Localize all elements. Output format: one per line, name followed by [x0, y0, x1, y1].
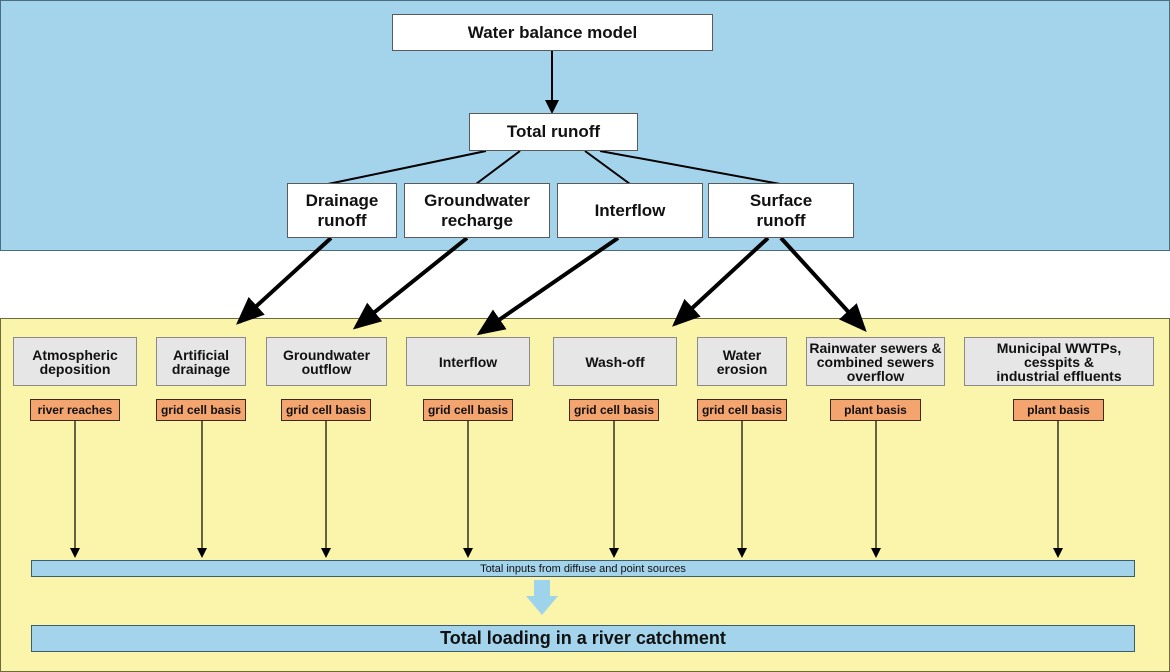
basis-badge: grid cell basis — [697, 399, 787, 421]
runoff-to-interflow-line — [584, 150, 631, 185]
total-inputs-bar: Total inputs from diffuse and point sour… — [31, 560, 1135, 577]
source-artificial-drainage: Artificial drainage — [156, 337, 246, 386]
basis-label: river reaches — [37, 403, 113, 417]
source-label: Groundwater outflow — [282, 346, 371, 377]
water-balance-model-label: Water balance model — [467, 22, 638, 42]
source-label: Atmospheric deposition — [32, 346, 118, 377]
interflow-to-interflow-arrow — [476, 236, 620, 336]
basis-badge: grid cell basis — [156, 399, 246, 421]
groundwater-recharge-box: Groundwater recharge — [404, 183, 550, 238]
drainage-runoff-box: Drainage runoff — [287, 183, 397, 238]
total-loading-label: Total loading in a river catchment — [440, 628, 726, 648]
water-balance-model-box: Water balance model — [392, 14, 713, 51]
source-sewers-overflow: Rainwater sewers & combined sewers overf… — [806, 337, 945, 386]
runoff-to-groundwater-line — [475, 150, 521, 185]
source-wash-off: Wash-off — [553, 337, 677, 386]
drainage-runoff-label: Drainage runoff — [305, 190, 379, 230]
source-water-erosion: Water erosion — [697, 337, 787, 386]
surface-to-washoff-arrow — [672, 236, 770, 327]
interflow-label: Interflow — [594, 200, 666, 220]
source-municipal-effluents: Municipal WWTPs, cesspits & industrial e… — [964, 337, 1154, 386]
basis-label: grid cell basis — [285, 403, 367, 417]
source-label: Municipal WWTPs, cesspits & industrial e… — [996, 339, 1122, 384]
total-runoff-box: Total runoff — [469, 113, 638, 151]
aggregation-arrow — [526, 580, 558, 615]
source-label: Interflow — [438, 353, 498, 370]
source-label: Water erosion — [716, 346, 768, 377]
interflow-box: Interflow — [557, 183, 703, 238]
source-label: Rainwater sewers & combined sewers overf… — [809, 339, 942, 384]
basis-label: plant basis — [1027, 403, 1090, 417]
source-groundwater-outflow: Groundwater outflow — [266, 337, 387, 386]
basis-badge: plant basis — [830, 399, 921, 421]
basis-label: grid cell basis — [160, 403, 242, 417]
basis-badge: river reaches — [30, 399, 120, 421]
drainage-to-artificial-arrow — [236, 236, 333, 325]
basis-label: plant basis — [844, 403, 907, 417]
basis-badge: grid cell basis — [281, 399, 371, 421]
basis-badge: grid cell basis — [423, 399, 513, 421]
basis-label: grid cell basis — [701, 403, 783, 417]
basis-badge: plant basis — [1013, 399, 1104, 421]
basis-label: grid cell basis — [427, 403, 509, 417]
groundwater-to-outflow-arrow — [352, 236, 469, 330]
source-atmospheric-deposition: Atmospheric deposition — [13, 337, 137, 386]
runoff-to-surface-line — [599, 150, 781, 185]
groundwater-recharge-label: Groundwater recharge — [424, 190, 530, 230]
basis-badge: grid cell basis — [569, 399, 659, 421]
total-loading-bar: Total loading in a river catchment — [31, 625, 1135, 652]
source-label: Artificial drainage — [171, 346, 231, 377]
source-label: Wash-off — [585, 353, 645, 370]
runoff-to-drainage-line — [327, 150, 487, 185]
source-interflow: Interflow — [406, 337, 530, 386]
surface-to-sewers-arrow — [779, 236, 867, 332]
surface-runoff-label: Surface runoff — [749, 190, 813, 230]
total-runoff-label: Total runoff — [506, 122, 601, 142]
basis-label: grid cell basis — [573, 403, 655, 417]
total-inputs-label: Total inputs from diffuse and point sour… — [480, 562, 686, 575]
surface-runoff-box: Surface runoff — [708, 183, 854, 238]
